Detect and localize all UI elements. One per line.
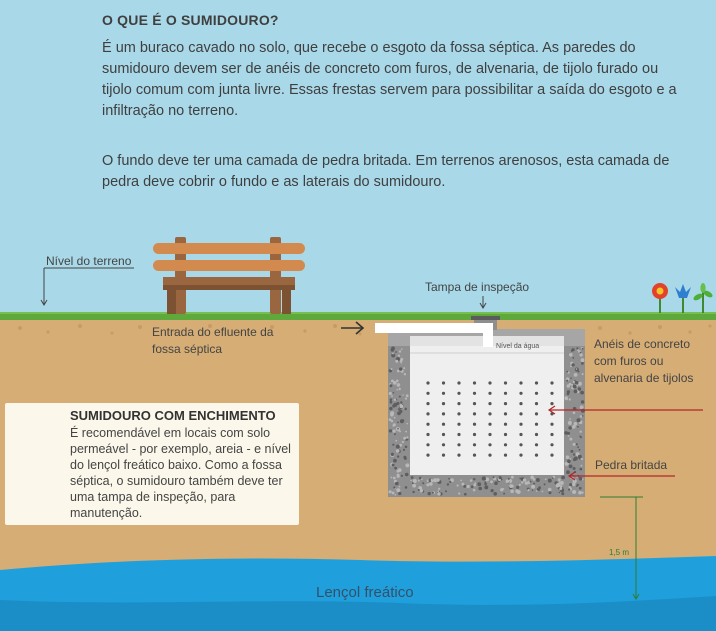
gravel-fill: [388, 346, 585, 496]
infobox-title: SUMIDOURO COM ENCHIMENTO: [70, 408, 276, 423]
page-title: O QUE É O SUMIDOURO?: [102, 12, 279, 28]
depth-marker: [600, 496, 643, 600]
water-level-label: Nível da água: [496, 343, 540, 350]
intro-paragraph: É um buraco cavado no solo, que recebe o…: [102, 40, 677, 119]
infobox-body: É recomendável em locais com solo permeá…: [70, 426, 291, 520]
inlet-pipe: [375, 323, 493, 347]
ground-level-label: Nível do terreno: [46, 254, 132, 268]
inlet-label: Entrada do efluente da fossa séptica: [152, 325, 274, 356]
water-table-label: Lençol freático: [316, 584, 414, 601]
blue-flower-icon: [675, 284, 691, 313]
depth-label: 1,5 m: [609, 548, 630, 557]
rings-label: Anéis de concreto com furos ou alvenaria…: [594, 337, 694, 385]
inlet-arrow: [341, 321, 365, 335]
soil-texture: [18, 324, 712, 336]
red-flower-icon: [652, 283, 668, 313]
grass: [0, 312, 716, 320]
infobox: [5, 403, 299, 525]
green-sprout-icon: [693, 283, 713, 313]
sumidouro-tank: [388, 329, 585, 497]
gravel-label: Pedra britada: [595, 458, 668, 472]
sky: [0, 0, 716, 318]
inspection-cover-label: Tampa de inspeção: [425, 280, 530, 294]
inspection-cover-pointer: [479, 296, 487, 309]
bottom-paragraph: O fundo deve ter uma camada de pedra bri…: [102, 153, 670, 190]
rings-pointer: [547, 405, 703, 415]
ground-level-pointer: [40, 267, 134, 306]
bench-icon: [153, 237, 305, 314]
gravel-pointer: [567, 471, 675, 481]
